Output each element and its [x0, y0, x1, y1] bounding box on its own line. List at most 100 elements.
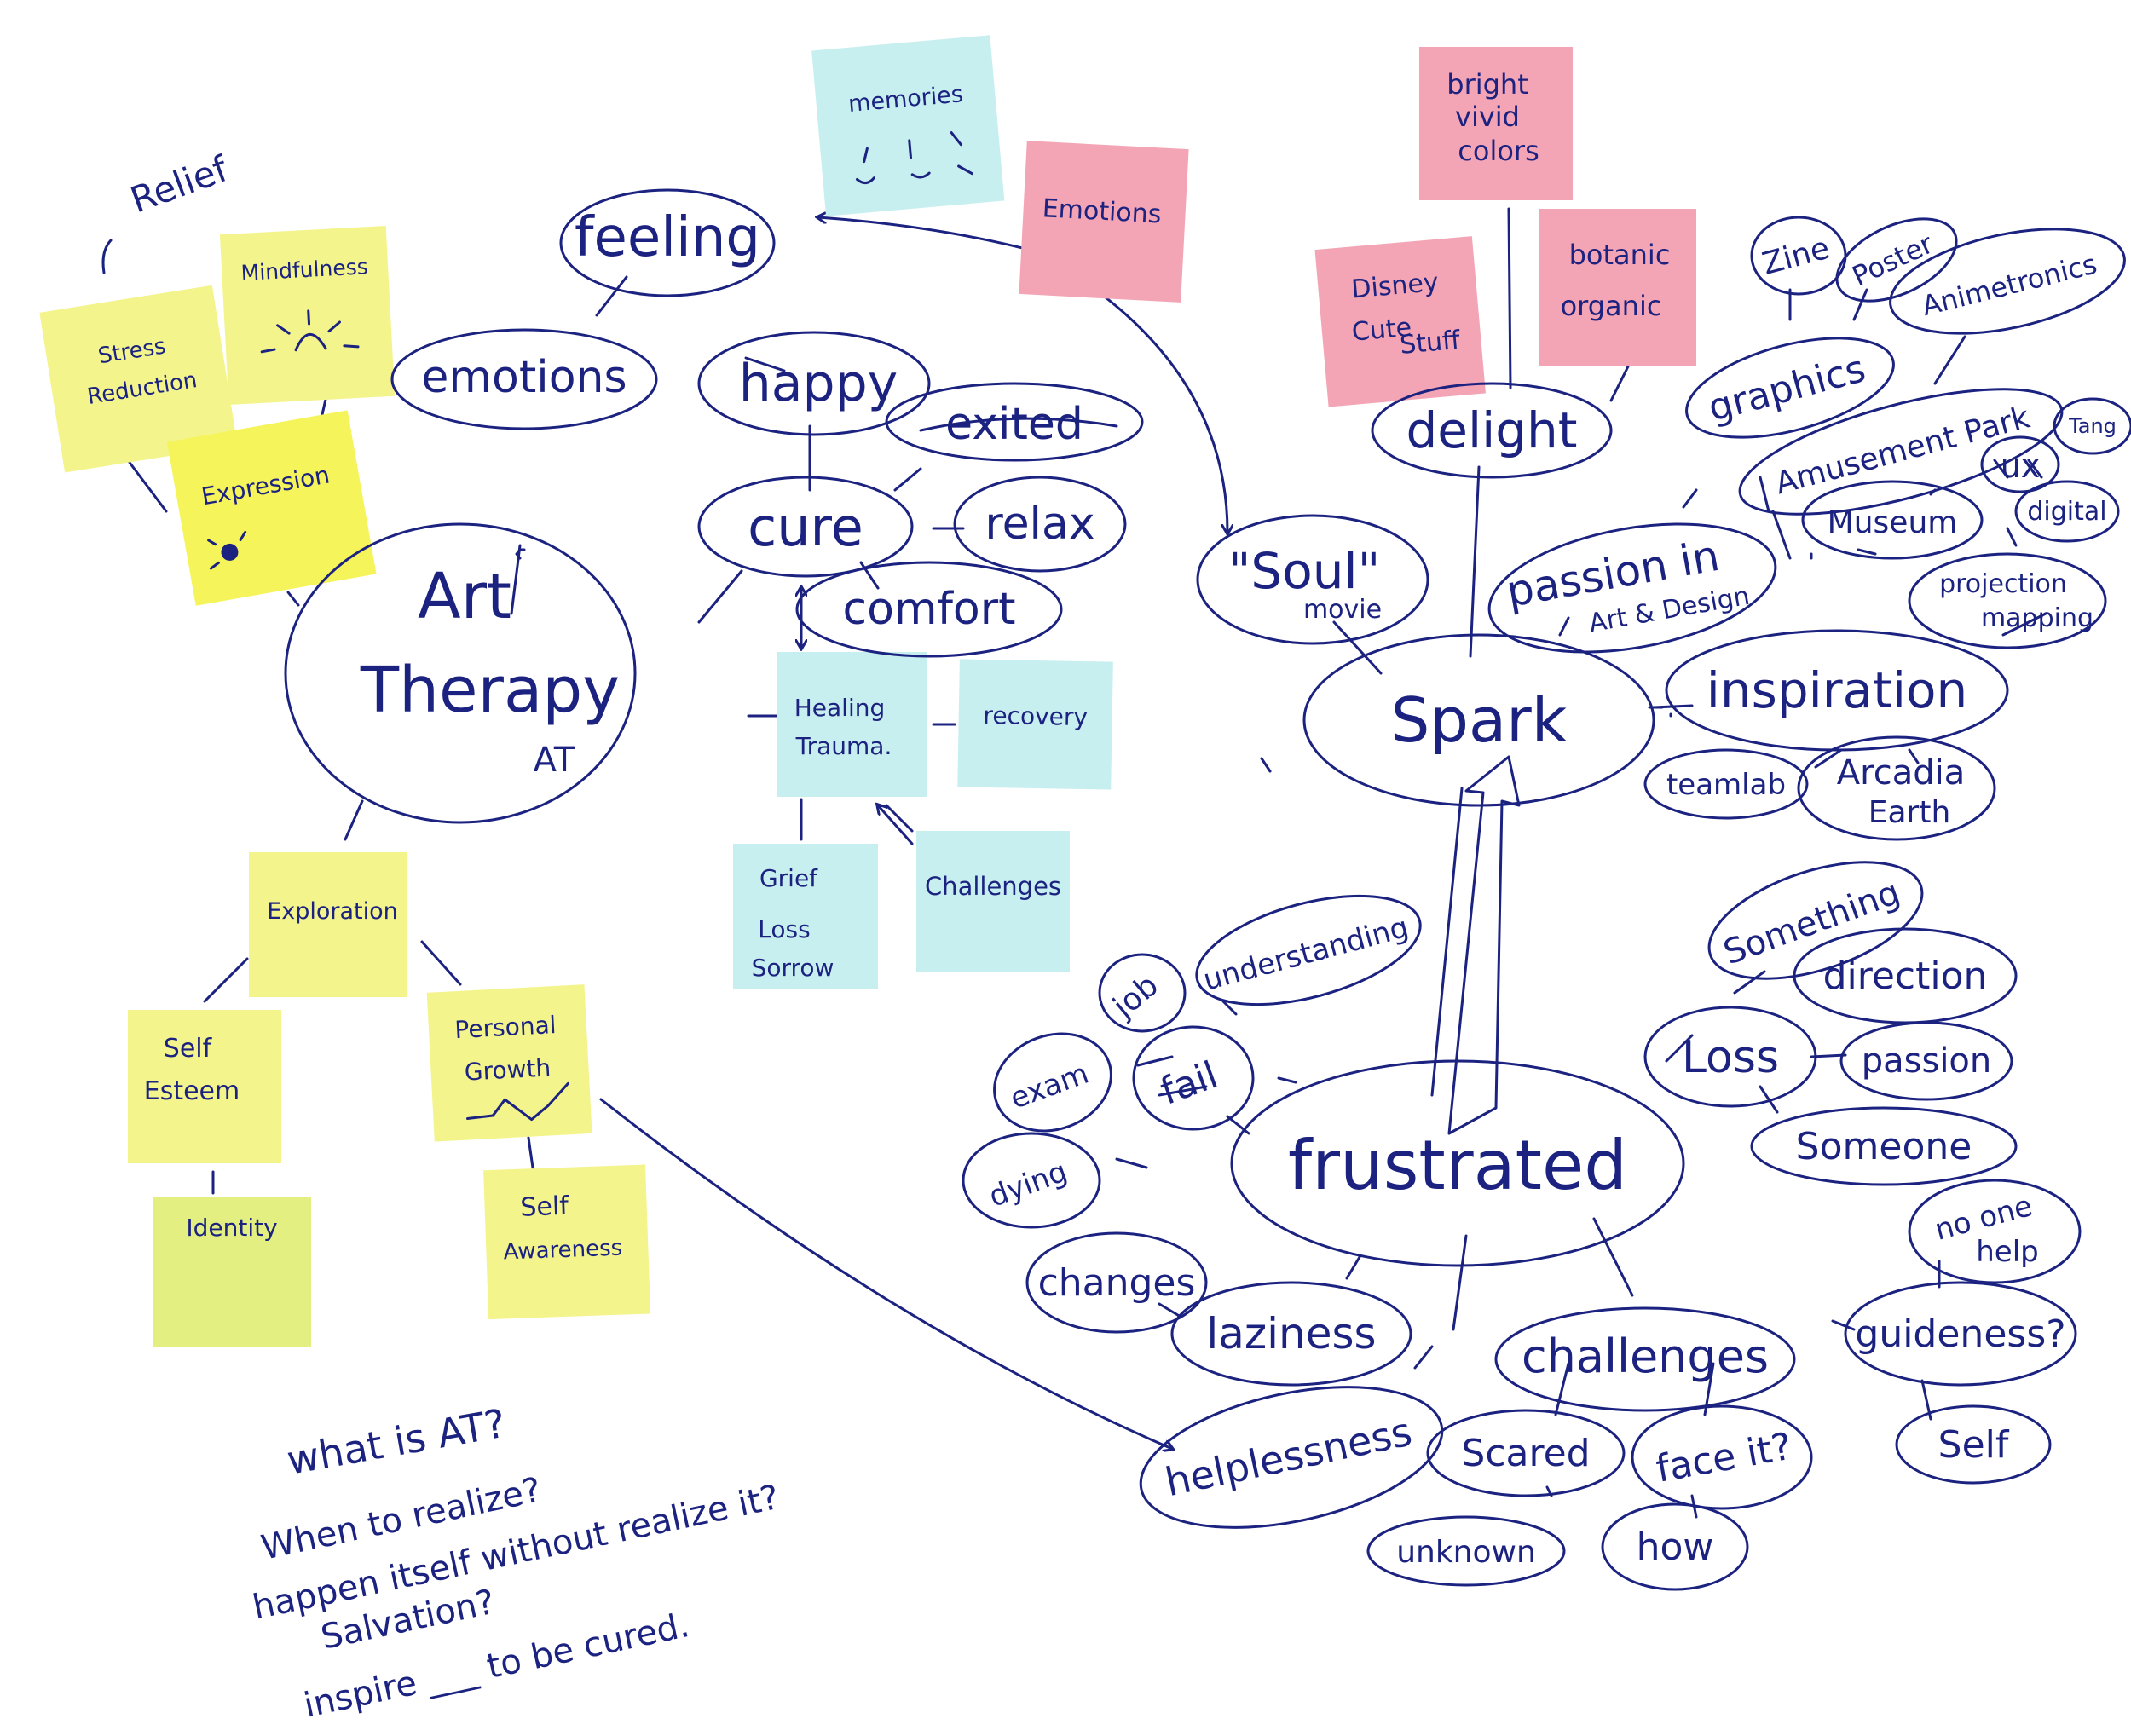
oval	[1230, 1059, 1685, 1267]
oval	[2014, 480, 2120, 543]
oval	[1908, 552, 2107, 649]
sticky-note-paper	[1419, 47, 1573, 200]
connector	[697, 569, 743, 624]
connector	[1857, 548, 1877, 556]
connector	[1814, 748, 1843, 769]
node-label: challenges	[1522, 1329, 1769, 1383]
node-label: Therapy	[360, 654, 620, 727]
oval	[1980, 435, 2060, 493]
node-label: ux	[2001, 447, 2041, 485]
connector	[1933, 335, 1966, 385]
sticky-note-mindfulness: Mindfulness	[219, 226, 396, 405]
faces-icon	[855, 131, 973, 185]
oval	[1302, 633, 1655, 807]
arrow-challenges-to-healing	[878, 805, 914, 845]
sticky-note-disney: Disney Cute Stuff	[1314, 236, 1486, 407]
connector	[1759, 1085, 1779, 1114]
oval	[993, 1032, 1112, 1133]
connector	[344, 799, 364, 841]
node-face-it: face it?	[1631, 1404, 1813, 1510]
node-soul: "Soul" movie	[1196, 514, 1429, 645]
oval	[1170, 1281, 1412, 1387]
oval	[1643, 748, 1809, 820]
sticky-note-expression: Expression	[166, 410, 377, 606]
node-job: job	[1098, 953, 1187, 1033]
sticky-note-memories: memories	[811, 35, 1005, 216]
oval	[1487, 522, 1777, 654]
node-cure: cure	[697, 476, 914, 578]
oval	[1665, 629, 2009, 752]
node-label: comfort	[843, 584, 1016, 635]
sticky-note-bright-colors: bright vivid colors	[1419, 47, 1573, 200]
sun-icon	[260, 309, 360, 354]
arrow-emotions-to-feeling	[818, 217, 1037, 253]
question-text: what is AT?	[284, 1400, 510, 1484]
connector	[1115, 1157, 1148, 1169]
connector	[510, 544, 522, 615]
node-guideness: guideness?	[1844, 1281, 2077, 1387]
node-passion: passion	[1839, 1021, 2013, 1101]
node-label: Amusement Park	[1772, 400, 2034, 501]
oval	[1371, 382, 1613, 479]
node-digital: digital	[2014, 480, 2120, 543]
node-dying: dying	[962, 1132, 1101, 1229]
node-challenges: challenges	[1494, 1306, 1796, 1412]
sticky-note-paper	[811, 35, 1005, 216]
connector	[126, 459, 168, 513]
node-spark: Spark	[1302, 633, 1655, 807]
node-label: understanding	[1200, 910, 1412, 998]
node-label: feeling	[575, 206, 760, 269]
sticky-text: Identity	[186, 1214, 277, 1242]
sticky-note-exploration: Exploration	[249, 852, 407, 997]
oval	[962, 1132, 1101, 1229]
node-label: laziness	[1206, 1309, 1376, 1358]
connector	[1852, 288, 1868, 321]
oval	[1196, 514, 1429, 645]
connector	[859, 561, 880, 590]
connector	[1413, 1345, 1434, 1370]
connector	[1221, 1000, 1238, 1016]
node-label: Art	[418, 560, 511, 633]
node-label: AT	[534, 741, 575, 780]
sticky-text: bright	[1447, 68, 1528, 101]
relief-label: Relief	[125, 147, 234, 222]
sticky-text: Cute	[1351, 313, 1413, 348]
sticky-note-healing-trauma: Healing Trauma.	[777, 652, 927, 797]
connector	[1558, 616, 1570, 637]
sticky-note-paper	[483, 1164, 651, 1320]
node-label: direction	[1823, 955, 1988, 998]
sticky-note-paper	[153, 1197, 311, 1347]
connector	[893, 467, 922, 492]
sticky-text: Grief	[759, 864, 818, 892]
node-label: job	[1106, 968, 1165, 1025]
oval	[697, 331, 931, 436]
sticky-text: Healing	[794, 694, 886, 722]
sticky-text: botanic	[1569, 239, 1671, 271]
node-inspiration: inspiration	[1665, 629, 2009, 752]
oval	[1025, 1231, 1208, 1334]
node-graphics: graphics	[1685, 337, 1895, 439]
sticky-text: Loss	[758, 915, 810, 943]
arrow-frustrated-spark	[1430, 787, 1464, 1097]
connector	[203, 957, 249, 1003]
sticky-note-recovery: recovery	[957, 659, 1113, 790]
sticky-note-paper	[249, 852, 407, 997]
oval	[1195, 894, 1422, 1006]
node-emotions: emotions	[390, 328, 658, 430]
connector	[1452, 1234, 1468, 1331]
node-tangible: Tang	[2053, 397, 2131, 455]
oval	[885, 382, 1144, 462]
connector	[1469, 465, 1481, 658]
node-label: Animetronics	[1919, 247, 2100, 322]
node-label: graphics	[1704, 347, 1870, 430]
node-exited: exited	[885, 382, 1144, 462]
sticky-note-paper	[39, 285, 238, 473]
connector	[1332, 620, 1383, 675]
node-label: mapping	[1981, 603, 2093, 633]
sticky-text: Trauma.	[795, 732, 892, 760]
node-museum: Museum	[1801, 480, 1984, 560]
connector	[595, 275, 628, 317]
sticky-text: Stuff	[1399, 326, 1463, 360]
node-label: exited	[945, 399, 1083, 450]
